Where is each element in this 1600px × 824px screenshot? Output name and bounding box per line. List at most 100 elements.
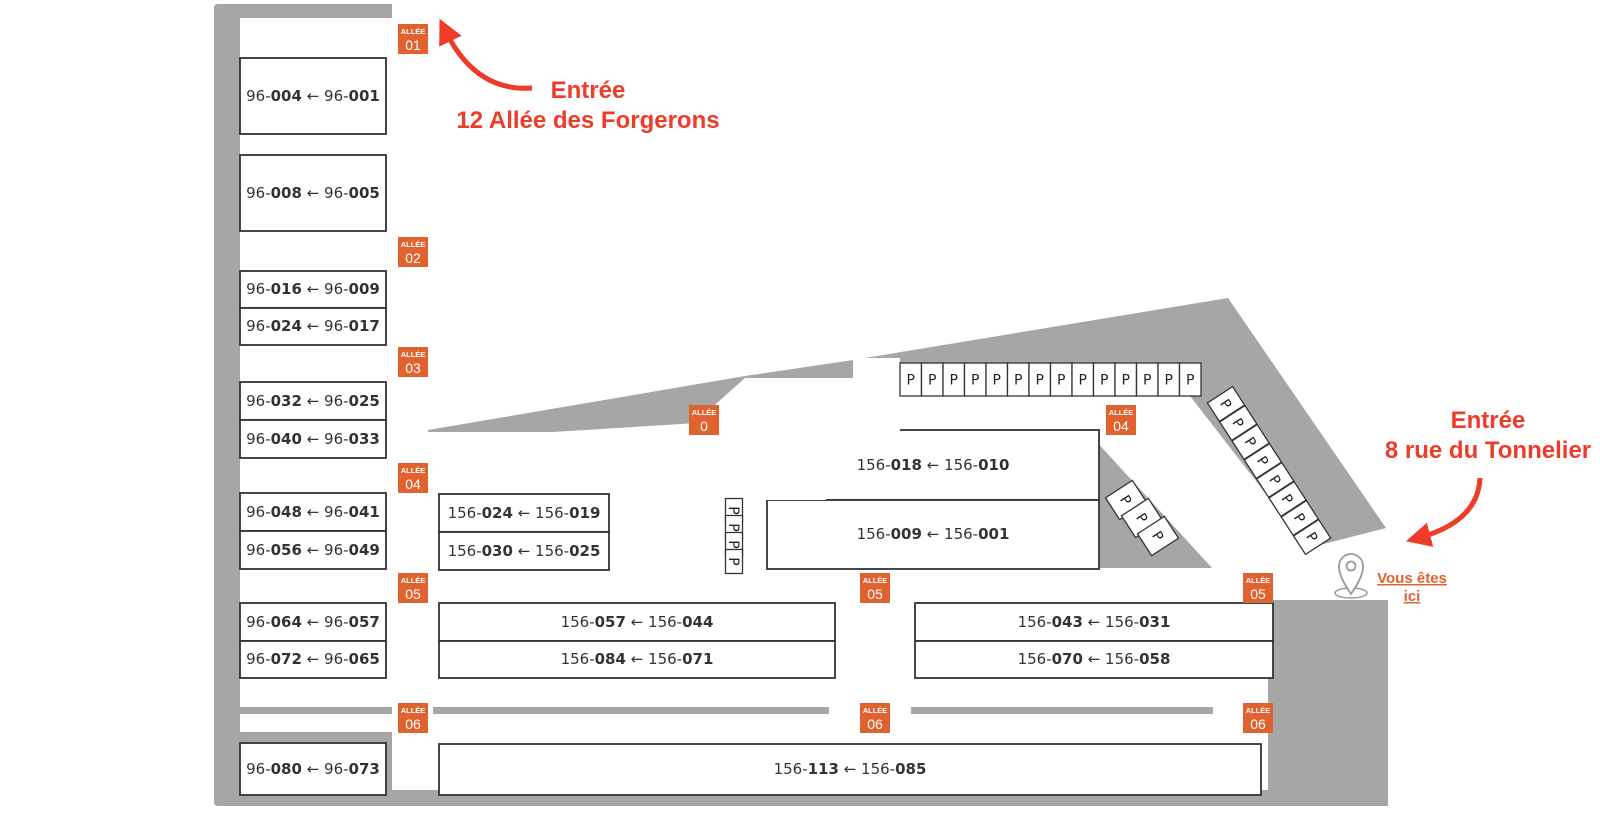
alley-badge-number: 04 xyxy=(405,476,421,492)
block-frame xyxy=(239,57,387,135)
parking-spot: P xyxy=(724,548,744,575)
block-label: 96-056 ← 96-049 xyxy=(246,541,380,559)
entrance-nw-title: Entrée xyxy=(551,77,626,104)
alley-badge-word: ALLÉE xyxy=(401,350,426,359)
block-frame xyxy=(239,602,387,642)
block-frame xyxy=(914,640,1274,679)
divider-mid-west xyxy=(433,707,829,714)
parking-spot: P xyxy=(1120,497,1164,539)
cutout-area xyxy=(853,358,900,434)
entrance-se: Entrée 8 rue du Tonnelier xyxy=(1385,407,1591,547)
divider-west xyxy=(240,707,392,714)
alley-badge-number: 0 xyxy=(700,418,708,434)
block-label: 96-080 ← 96-073 xyxy=(246,760,380,778)
parking-label: P xyxy=(1057,373,1065,389)
alley-badge-number: 05 xyxy=(1250,586,1266,602)
parking-label: P xyxy=(1186,373,1194,389)
blocks xyxy=(239,57,1274,796)
alley-badge-word: ALLÉE xyxy=(401,240,426,249)
alley-badge-word: ALLÉE xyxy=(1109,408,1134,417)
block-frame xyxy=(239,154,387,232)
west-road xyxy=(214,4,392,806)
parking-label: P xyxy=(725,523,741,531)
alley-badge-word: ALLÉE xyxy=(863,576,888,585)
you-are-here-line1[interactable]: Vous êtes xyxy=(1377,570,1447,587)
alley-badge-word: ALLÉE xyxy=(1246,706,1271,715)
block-label: 156-113 ← 156-085 xyxy=(774,760,927,778)
parking-spot: P xyxy=(899,362,923,397)
block-label: 96-008 ← 96-005 xyxy=(246,184,380,202)
alley-badge-word: ALLÉE xyxy=(1246,576,1271,585)
parking-label: P xyxy=(725,540,741,548)
alley-badges: ALLÉE01ALLÉE02ALLÉE03ALLÉE04ALLÉE04ALLÉE… xyxy=(398,24,1273,733)
parking-label: P xyxy=(725,506,741,514)
block-frame xyxy=(438,743,1262,796)
parking-spot: P xyxy=(1049,362,1073,397)
parking-label: P xyxy=(971,373,979,389)
parking-label: P xyxy=(1079,373,1087,389)
parking-label: P xyxy=(1143,373,1151,389)
block-label: 96-040 ← 96-033 xyxy=(246,430,380,448)
parking-spot: P xyxy=(1136,515,1180,557)
block-frame xyxy=(239,530,387,570)
parking-spot: P xyxy=(1243,442,1283,480)
entrance-nw: Entrée 12 Allée des Forgerons xyxy=(439,18,720,134)
block-frame xyxy=(438,640,836,679)
parking-spot: P xyxy=(920,362,944,397)
parking-spot: P xyxy=(963,362,987,397)
block-frame xyxy=(914,602,1274,642)
block-label: 96-048 ← 96-041 xyxy=(246,503,380,521)
block-frame xyxy=(239,640,387,679)
you-are-here[interactable]: Vous êtes ici xyxy=(1334,553,1447,605)
block-label: 156-070 ← 156-058 xyxy=(1018,650,1171,668)
parking-label: P xyxy=(907,373,915,389)
parking-spot: P xyxy=(1178,362,1202,397)
alley-badge-word: ALLÉE xyxy=(401,576,426,585)
north-east-road xyxy=(853,298,1386,548)
alley-badge-word: ALLÉE xyxy=(401,27,426,36)
parking-spot: P xyxy=(1135,362,1159,397)
alley-badge-number: 06 xyxy=(867,716,883,732)
alley-badge-number: 05 xyxy=(405,586,421,602)
parking-label: P xyxy=(1036,373,1044,389)
parking-spot: P xyxy=(1114,362,1138,397)
block-label: 156-018 ← 156-010 xyxy=(857,456,1010,474)
block-frame xyxy=(239,381,387,421)
parking-triangle xyxy=(1095,440,1212,568)
block-label: 96-016 ← 96-009 xyxy=(246,280,380,298)
block-label: 156-009 ← 156-001 xyxy=(857,525,1010,543)
alley-badge-word: ALLÉE xyxy=(401,466,426,475)
parking-label: P xyxy=(928,373,936,389)
alley-badge-word: ALLÉE xyxy=(401,706,426,715)
alley-badge-number: 03 xyxy=(405,360,421,376)
location-pin-icon xyxy=(1334,553,1368,599)
you-are-here-line2[interactable]: ici xyxy=(1404,588,1421,605)
parking-label: P xyxy=(1100,373,1108,389)
parking-spot: P xyxy=(1071,362,1095,397)
parking-label: P xyxy=(993,373,1001,389)
parking-label: P xyxy=(1014,373,1022,389)
block-frame xyxy=(239,307,387,346)
block-label: 96-032 ← 96-025 xyxy=(246,392,380,410)
parking-spot: P xyxy=(1157,362,1181,397)
parking-spot: P xyxy=(942,362,966,397)
entrance-nw-address: 12 Allée des Forgerons xyxy=(456,107,719,134)
block-frame xyxy=(239,492,387,532)
block-frame xyxy=(239,742,387,796)
entrance-arrow-icon xyxy=(439,18,533,91)
alley-badge-number: 02 xyxy=(405,250,421,266)
parking-spot: P xyxy=(1292,518,1332,556)
block-label: 156-057 ← 156-044 xyxy=(561,613,714,631)
parking-spot: P xyxy=(1092,362,1116,397)
